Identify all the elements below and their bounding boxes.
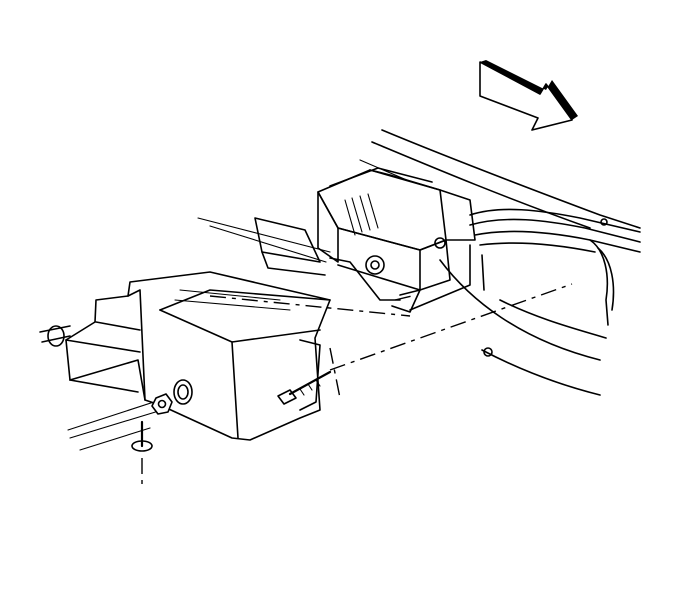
bolt-icon: [277, 370, 332, 405]
brake-lines: [409, 208, 641, 396]
nut-icon: [151, 393, 173, 415]
direction-arrow-icon: [479, 60, 578, 131]
grommet-icon: [173, 379, 193, 405]
shield-panel: [65, 271, 331, 441]
frame-rails: [39, 129, 641, 451]
abs-modulator-assembly: [254, 167, 476, 313]
washer-icon: [131, 420, 153, 452]
assembly-centerlines: [141, 283, 573, 486]
